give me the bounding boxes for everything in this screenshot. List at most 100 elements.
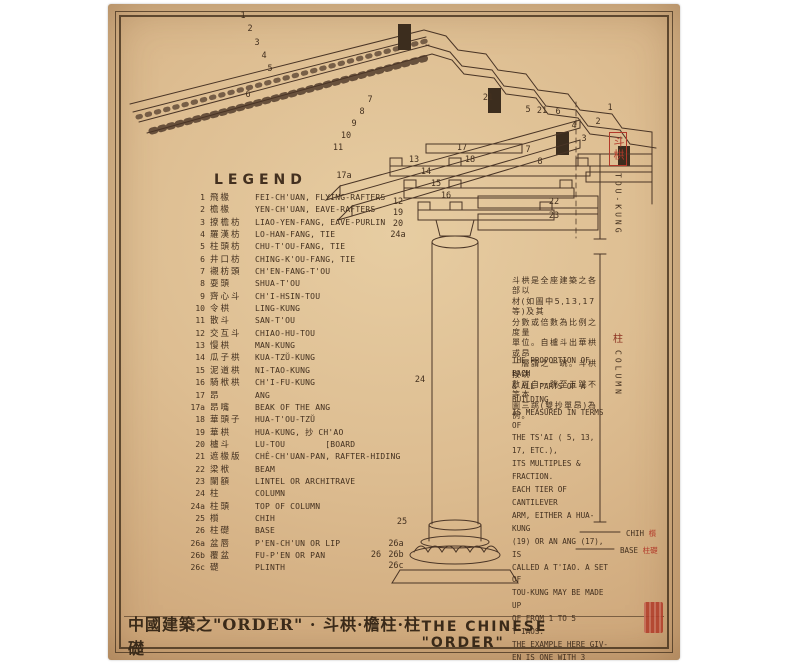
- note-line: & ALL PARTS OF A BUILDING: [512, 381, 586, 404]
- legend-item-number: 17: [195, 390, 205, 400]
- callout-number: 5: [525, 105, 530, 115]
- chih-label: CHIH 櫍: [626, 528, 656, 539]
- legend-item-number: 16: [195, 378, 205, 388]
- callout-number: 21: [537, 106, 547, 116]
- callout-number: 7: [525, 145, 530, 155]
- tou-kung-seal: 斗栱: [609, 132, 627, 166]
- legend-item-number: 4: [200, 230, 205, 240]
- legend-item-chinese: 泥道栱: [210, 365, 242, 376]
- callout-number: 7: [367, 95, 372, 105]
- note-line: IS MEASURED IN TERMS OF: [512, 407, 604, 430]
- legend-item-name: LINTEL OR ARCHITRAVE: [255, 476, 356, 486]
- legend-item-name: CHU-T'OU-FANG, TIE: [255, 242, 346, 252]
- legend-item-name: KUA-TZŬ-KUNG: [255, 353, 316, 363]
- legend-item-number: 18: [195, 415, 205, 425]
- legend-item-name: CH'I-HSIN-TOU: [255, 291, 321, 301]
- legend-item-number: 10: [195, 304, 205, 314]
- callout-number: 14: [421, 167, 431, 177]
- callout-number: 9: [351, 119, 356, 129]
- legend-item-name: HUA-T'OU-TZŬ: [255, 415, 316, 425]
- artist-seal: [644, 602, 663, 633]
- legend-item-name: FU-P'EN OR PAN: [255, 550, 326, 560]
- note-line: EN IS ONE WITH 3 T'IAOS: [512, 652, 586, 667]
- legend-item-chinese: 交互斗: [210, 328, 242, 339]
- legend-item-chinese: 遮椽版: [210, 452, 242, 463]
- legend-item-number: 17a: [190, 402, 205, 412]
- legend-item-number: 5: [200, 242, 205, 252]
- chinese-note: 斗栱是全座建築之各部以材(如圖中5,13,17等)及其分數或倍數為比例之度量單位…: [512, 276, 604, 422]
- callout-number: 6: [555, 107, 560, 117]
- legend-item-number: 2: [200, 205, 205, 215]
- legend-row: 20 櫨斗 LU-TOU [BOARD: [180, 439, 432, 451]
- legend-row: 25 櫍 CHIH: [180, 513, 432, 525]
- legend-item-number: 25: [195, 513, 205, 523]
- callout-number: 2: [247, 24, 252, 34]
- callout-number: 4: [261, 51, 266, 61]
- legend-item-chinese: 羅漢枋: [210, 230, 242, 241]
- legend-item-number: 15: [195, 365, 205, 375]
- legend-row: 17 昂 ANG: [180, 390, 432, 402]
- legend-item-number: 19: [195, 427, 205, 437]
- tou-kung-vertical-label: TOU-KUNG: [613, 173, 623, 236]
- legend-item-chinese: 闌額: [210, 476, 232, 487]
- legend-item-chinese: 令栱: [210, 304, 232, 315]
- legend-item-chinese: 柱礎: [210, 526, 232, 537]
- legend-item-number: 22: [195, 464, 205, 474]
- note-line: 數可自一跳至五跳不等本: [512, 380, 598, 400]
- base-label: BASE 柱礎: [620, 545, 658, 556]
- legend-row: 23 闌額 LINTEL OR ARCHITRAVE: [180, 476, 432, 488]
- legend-row: 26a 盆唇 P'EN-CH'UN OR LIP: [180, 538, 432, 550]
- base-text: BASE: [620, 546, 639, 555]
- legend-item-chinese: 櫍: [210, 513, 221, 524]
- callout-number: 17a: [336, 171, 351, 181]
- column-side-label: 柱 COLUMN: [610, 330, 626, 397]
- legend-row: 21 遮椽版 CHÊ-CH'UAN-PAN, RAFTER-HIDING: [180, 451, 432, 463]
- legend-item-chinese: 礎: [210, 563, 221, 574]
- callout-number: 8: [359, 107, 364, 117]
- legend-item-chinese: 盆唇: [210, 538, 232, 549]
- legend-row: 3 撩檐枋 LIAO-YEN-FANG, EAVE-PURLIN: [180, 217, 432, 229]
- legend-row: 5 柱頭枋 CHU-T'OU-FANG, TIE: [180, 241, 432, 253]
- legend-item-chinese: 梁栿: [210, 464, 232, 475]
- legend-row: 18 華頭子 HUA-T'OU-TZŬ: [180, 414, 432, 426]
- legend-row: 12 交互斗 CHIAO-HU-TOU: [180, 328, 432, 340]
- callout-number: 5: [267, 64, 272, 74]
- legend-item-number: 24: [195, 489, 205, 499]
- legend-row: 26 柱礎 BASE: [180, 525, 432, 537]
- legend-item-name: YEN-CH'UAN, EAVE-RAFTERS: [255, 205, 376, 215]
- note-line: ITS MULTIPLES & FRACTION.: [512, 459, 581, 482]
- legend-item-number: 6: [200, 254, 205, 264]
- note-line: OF FROM 1 TO 5 T'IAOS.: [512, 614, 577, 637]
- note-line: (19) OR AN ANG (17), IS: [512, 536, 604, 559]
- legend-row: 8 耍頭 SHUA-T'OU: [180, 278, 432, 290]
- legend-row: 9 齊心斗 CH'I-HSIN-TOU: [180, 291, 432, 303]
- legend-item-name: LU-TOU [BOARD: [255, 439, 356, 449]
- callout-number: 24a: [390, 230, 405, 240]
- legend-item-name: HUA-KUNG, 抄 CH'AO: [255, 427, 344, 437]
- legend-item-name: BASE: [255, 526, 276, 536]
- legend-item-chinese: 井口枋: [210, 254, 242, 265]
- legend-item-number: 11: [195, 316, 205, 326]
- line-art: [129, 24, 657, 584]
- legend-item-name: NI-TAO-KUNG: [255, 365, 311, 375]
- legend-item-chinese: 襯枋頭: [210, 267, 242, 278]
- legend-item-chinese: 慢栱: [210, 341, 232, 352]
- note-line: 一層謂之一跳。斗栱按跳: [512, 359, 598, 379]
- callout-number: 26: [371, 550, 381, 560]
- legend-title: LEGEND: [214, 172, 307, 188]
- legend-row: 1 飛椽 FEI-CH'UAN, FLYING-RAFTERS: [180, 192, 432, 204]
- legend-item-chinese: 昂嘴: [210, 402, 232, 413]
- legend-item-name: LO-HAN-FANG, TIE: [255, 230, 336, 240]
- legend-item-number: 9: [200, 291, 205, 301]
- legend-item-number: 13: [195, 341, 205, 351]
- callout-number: 11: [333, 143, 343, 153]
- callout-number: 15: [431, 179, 441, 189]
- legend-item-number: 3: [200, 217, 205, 227]
- legend-item-name: TOP OF COLUMN: [255, 501, 321, 511]
- legend-item-chinese: 瓜子栱: [210, 353, 242, 364]
- legend-item-name: BEAM: [255, 464, 276, 474]
- legend-item-name: CH'EN-FANG-T'OU: [255, 267, 331, 277]
